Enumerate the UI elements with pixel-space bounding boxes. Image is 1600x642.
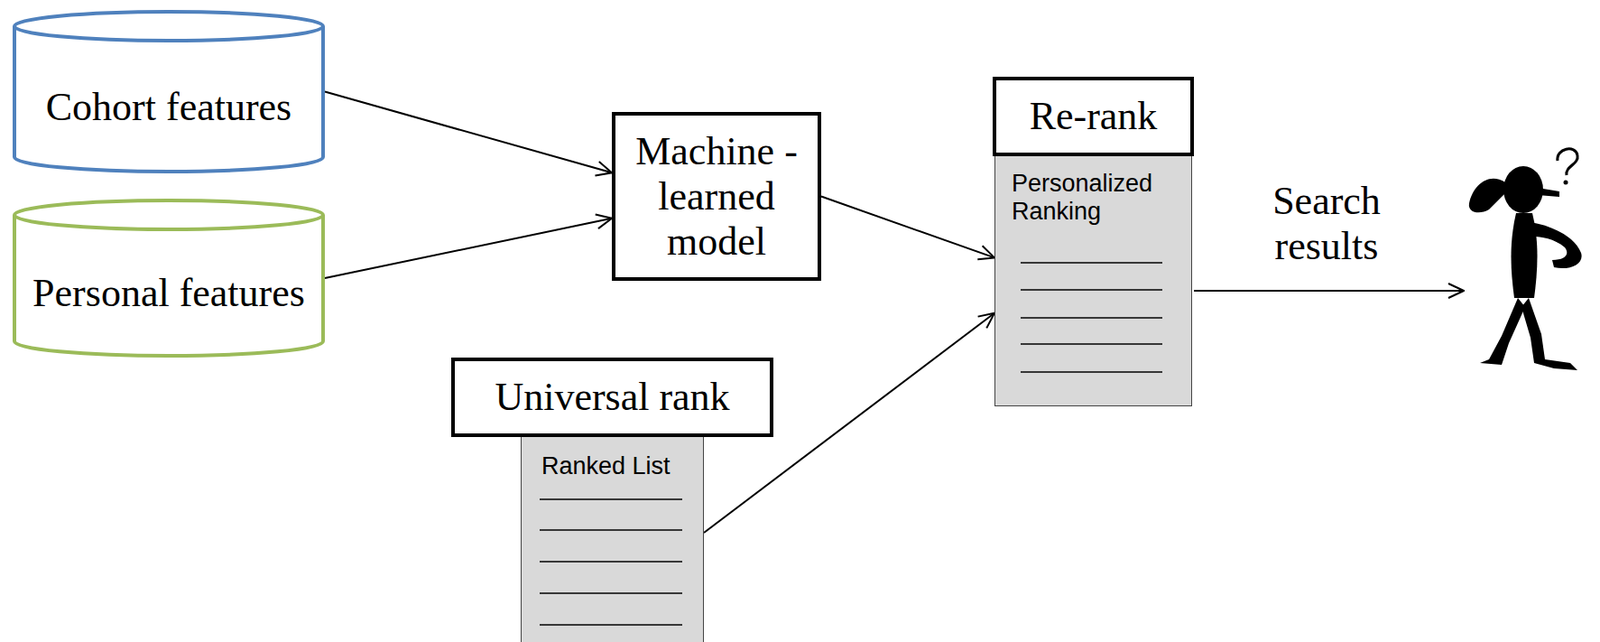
model-box: Machine -learned model — [611, 111, 822, 281]
flow-arrow — [324, 218, 612, 278]
edge-caption: Search results — [1254, 178, 1399, 269]
cylinder-body — [14, 214, 324, 356]
node-title: Machine -learned model — [624, 129, 809, 265]
header-title: Re-rank — [1029, 93, 1158, 139]
cohort-database: Cohort features — [12, 9, 325, 174]
list-row-line — [1020, 370, 1163, 373]
list-header: Re-rank — [992, 76, 1194, 157]
node-title: Personal features — [32, 240, 306, 316]
list-row-line — [539, 498, 683, 500]
list-row-line — [1020, 288, 1163, 291]
list-row-line — [539, 591, 683, 594]
list-row-line — [539, 623, 683, 626]
node-title: Cohort features — [46, 54, 292, 130]
list-panel: Ranked List — [520, 434, 704, 642]
panel-title: Ranked List — [541, 452, 698, 481]
cylinder-top — [14, 200, 324, 230]
panel-title: Personalized Ranking — [1011, 169, 1186, 226]
list-row-line — [539, 560, 683, 563]
confused-person — [1469, 148, 1582, 370]
personal-database: Personal features — [12, 198, 325, 358]
results-arrow — [1193, 289, 1464, 292]
list-header: Universal rank — [451, 357, 774, 437]
universal-rank-list: Universal rankRanked List — [451, 357, 774, 642]
flow-arrow — [821, 196, 995, 259]
list-row-line — [1020, 316, 1163, 319]
cylinder-body — [14, 26, 324, 172]
list-row-line — [539, 528, 683, 531]
list-row-line — [1020, 261, 1163, 264]
header-title: Universal rank — [494, 374, 730, 420]
list-row-line — [1020, 342, 1163, 345]
flow-arrow — [324, 92, 612, 174]
cylinder-top — [14, 11, 324, 41]
rerank-list: Re-rankPersonalized Ranking — [992, 76, 1194, 407]
list-panel: Personalized Ranking — [994, 154, 1193, 407]
